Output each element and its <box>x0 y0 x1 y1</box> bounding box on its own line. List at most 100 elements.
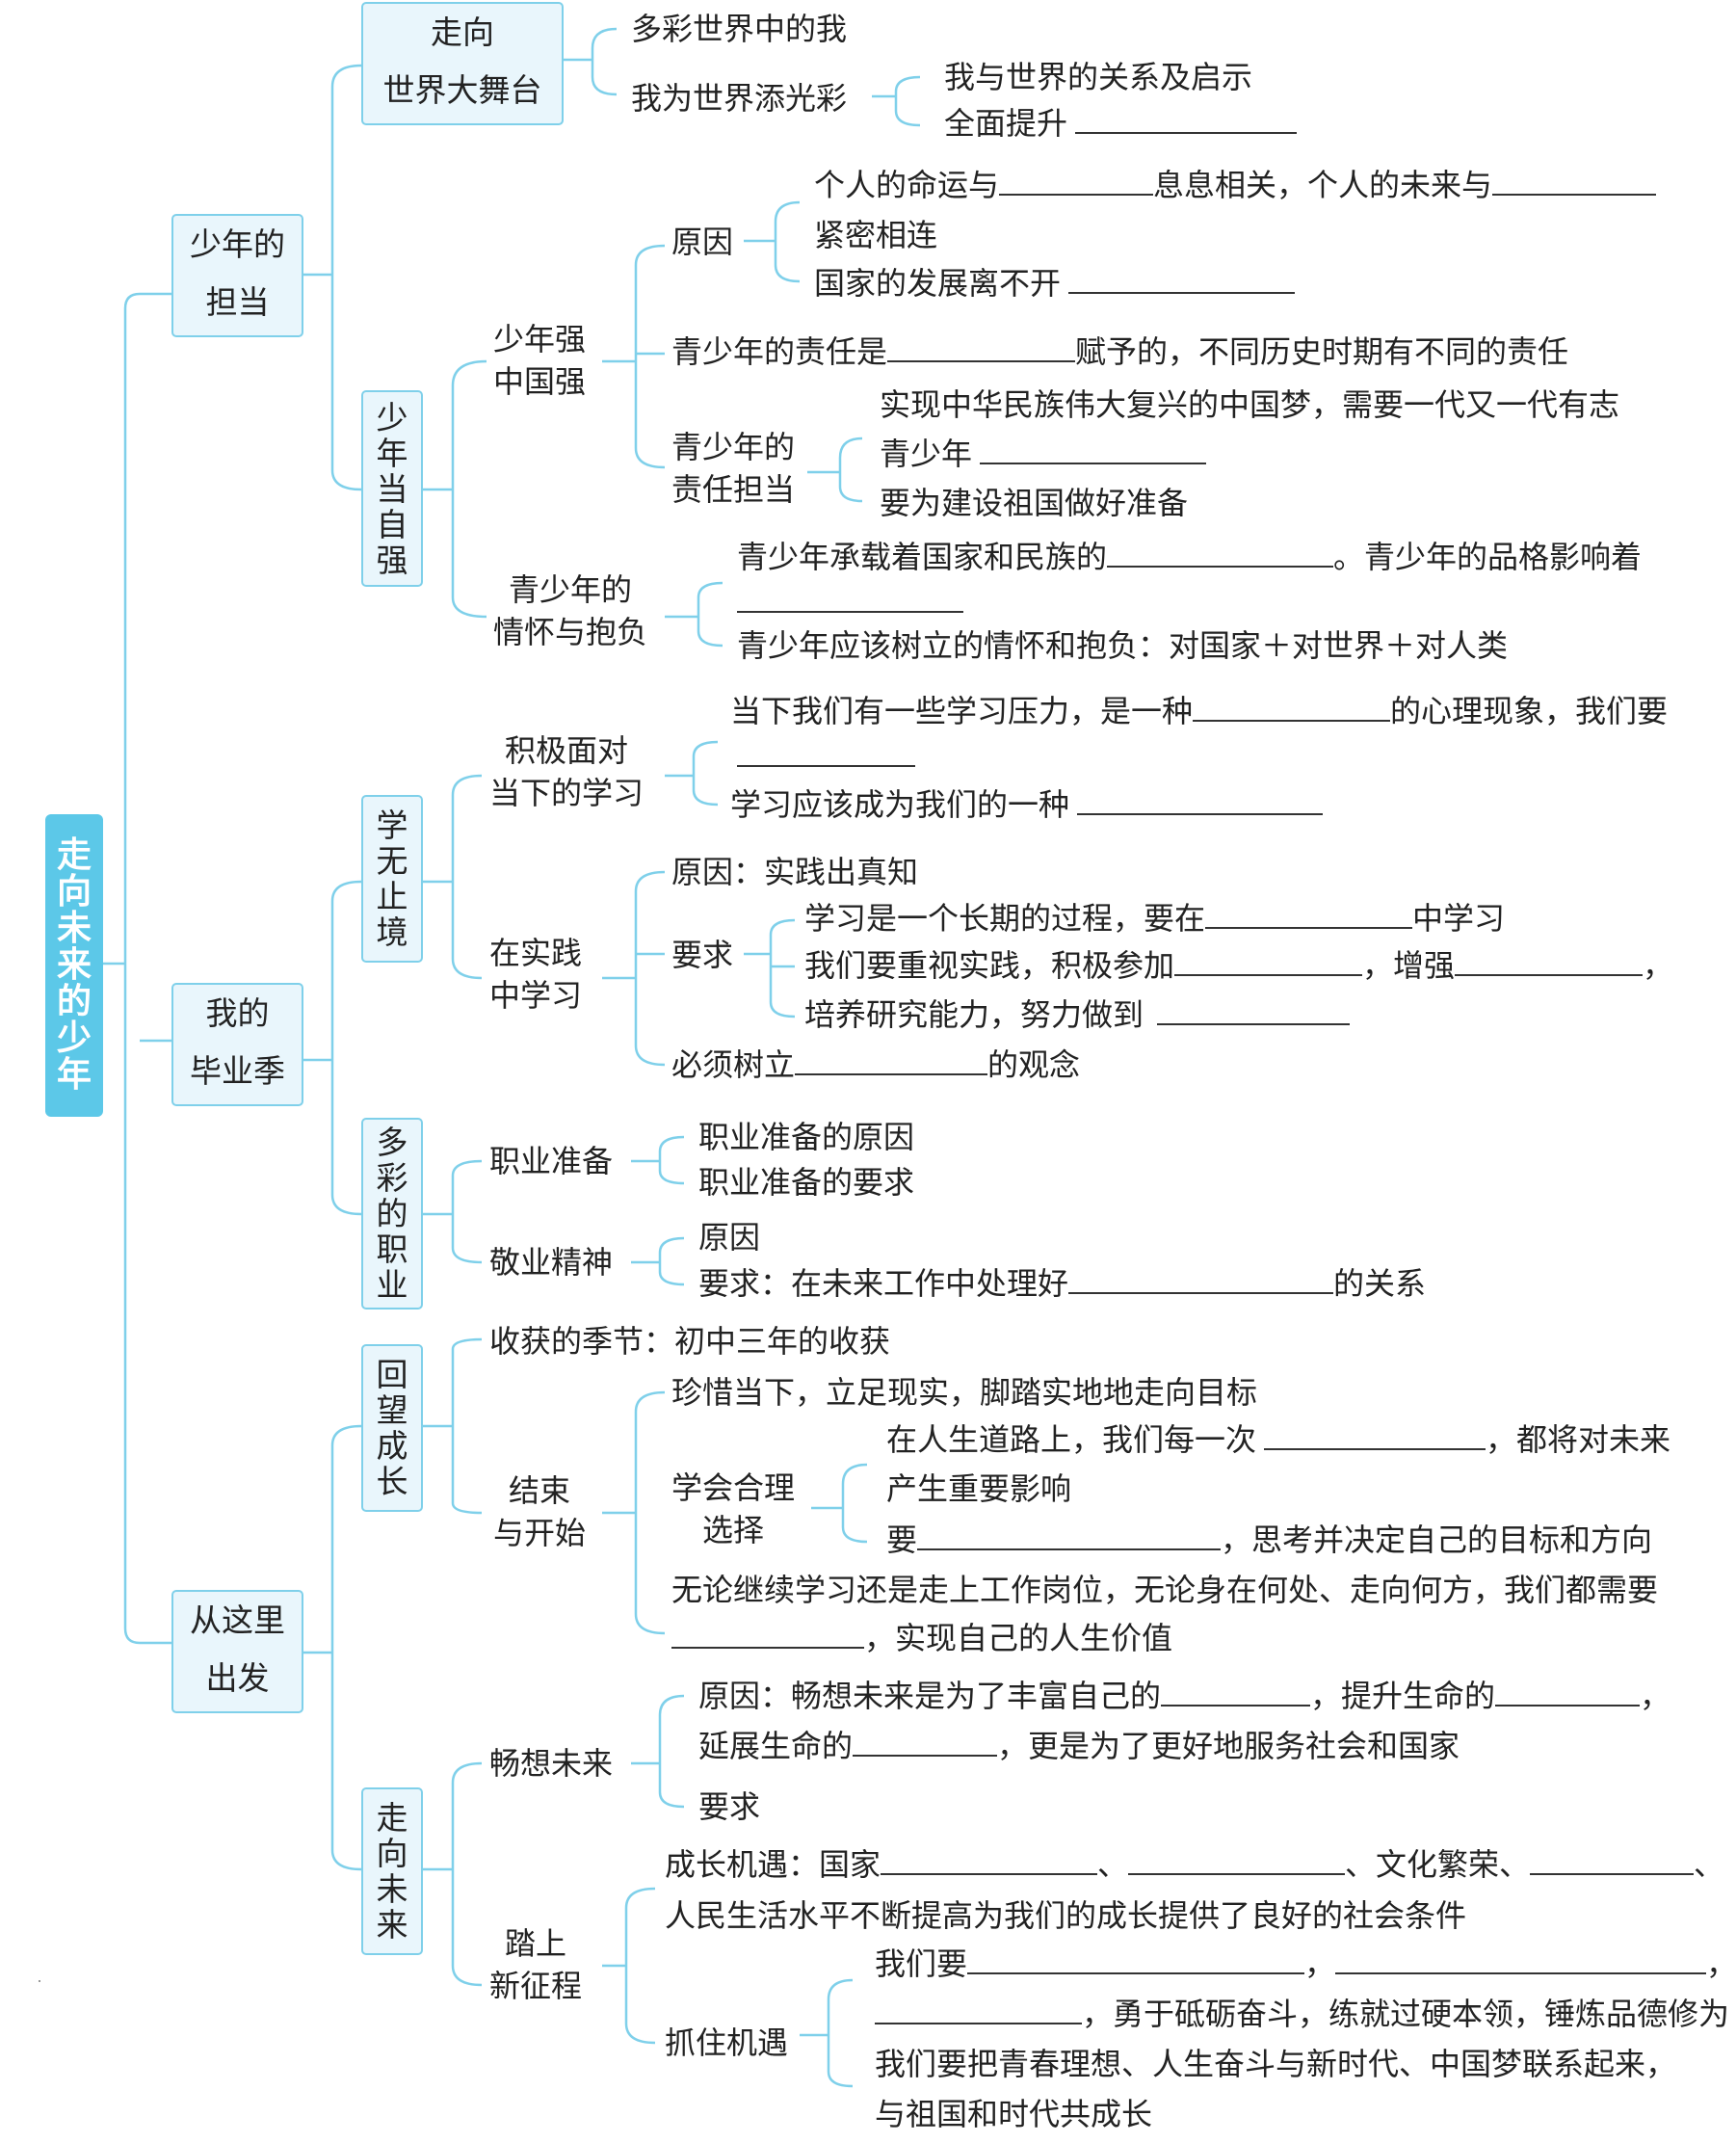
leaf-text: 要求 <box>698 1788 761 1825</box>
leaf-text: 国家的发展离不开 <box>814 265 1062 302</box>
fill-in-line: ，勇于砥砺奋斗，练就过硬本领，锤炼品德修为 <box>875 1995 1729 2033</box>
leaf-text: 。青少年的品格影响着 <box>1333 539 1643 575</box>
lesson-title-line1: 走向 <box>431 13 494 51</box>
answer-blank <box>967 1945 1305 1974</box>
stray-dot <box>39 1980 40 1982</box>
topic-label-line1: 结束 <box>509 1472 571 1509</box>
answer-blank <box>980 436 1207 464</box>
topic-label: 敬业精神 <box>489 1244 614 1281</box>
answer-blank <box>1068 265 1296 294</box>
leaf-text: 我与世界的关系及启示 <box>944 59 1253 95</box>
leaf-text: 、 <box>1097 1846 1129 1883</box>
topic-label-line1: 积极面对 <box>505 732 629 769</box>
lesson-title: 学无止境 <box>376 807 408 951</box>
leaf-text: 职业准备的要求 <box>698 1164 915 1201</box>
leaf-text: 职业准备的原因 <box>698 1119 915 1155</box>
leaf-text: 珍惜当下，立足现实，脚踏实地地走向目标 <box>671 1374 1258 1411</box>
leaf-text: ，都将对未来 <box>1486 1421 1671 1458</box>
leaf-text: 个人的命运与 <box>814 167 1000 203</box>
sub-label: 抓住机遇 <box>665 2024 789 2061</box>
leaf-text: 的关系 <box>1333 1265 1427 1302</box>
topic-label: 青少年的 情怀与抱负 <box>493 569 647 653</box>
leaf-text: ， <box>1706 1945 1736 1982</box>
answer-blank <box>853 1728 998 1757</box>
answer-blank <box>1075 105 1298 134</box>
lesson-box-xuewuzhijing: 学无止境 <box>361 795 423 963</box>
sub-label-line1: 青少年的 <box>671 429 796 465</box>
leaf-text: 产生重要影响 <box>886 1470 1072 1507</box>
fill-in-line: 培养研究能力，努力做到 <box>804 995 1351 1034</box>
answer-blank <box>1335 1945 1707 1974</box>
lesson-title: 走向未来 <box>376 1799 408 1944</box>
topic-label: 结束 与开始 <box>493 1469 586 1554</box>
sub-label-line2: 责任担当 <box>671 471 796 508</box>
leaf-text: 多彩世界中的我 <box>631 11 848 47</box>
answer-blank <box>1077 786 1324 815</box>
leaf-text: 青少年的责任是 <box>671 333 888 370</box>
fill-in-line: 全面提升 <box>944 104 1298 143</box>
fill-in-line: 要，思考并决定自己的目标和方向 <box>886 1521 1652 1559</box>
leaf-text: 我们要把青春理想、人生奋斗与新时代、中国梦联系起来， <box>875 2046 1677 2082</box>
fill-in-line: 青少年承载着国家和民族的。青少年的品格影响着 <box>737 538 1642 576</box>
lesson-box-huiwang-chengzhang: 回望成长 <box>361 1344 423 1512</box>
answer-blank <box>1264 1421 1486 1450</box>
leaf-text: 成长机遇：国家 <box>665 1846 881 1883</box>
leaf-text: 与祖国和时代共成长 <box>875 2096 1153 2132</box>
leaf-text: 、文化繁荣、 <box>1345 1846 1531 1883</box>
topic-label: 在实践 中学习 <box>489 932 582 1017</box>
answer-blank <box>1157 996 1351 1025</box>
topic-label: 踏上 新征程 <box>489 1922 582 2007</box>
topic-label: 畅想未来 <box>489 1745 614 1782</box>
answer-blank <box>1107 539 1334 568</box>
answer-blank <box>1174 947 1363 976</box>
leaf-text: 原因：实践出真知 <box>671 854 919 890</box>
unit-3-title-line1: 从这里 <box>190 1601 285 1639</box>
leaf-text: 息息相关，个人的未来与 <box>1153 167 1493 203</box>
unit-box-2: 我的 毕业季 <box>171 983 303 1106</box>
leaf-text: 紧密相连 <box>814 217 938 253</box>
leaf-text: 原因：畅想未来是为了丰富自己的 <box>698 1678 1162 1714</box>
topic-label: 职业准备 <box>489 1143 614 1179</box>
fill-in-line <box>737 583 963 622</box>
unit-box-3: 从这里 出发 <box>171 1590 303 1713</box>
leaf-text: 当下我们有一些学习压力，是一种 <box>730 693 1194 729</box>
topic-label-line2: 情怀与抱负 <box>493 614 648 650</box>
answer-blank <box>917 1521 1222 1550</box>
leaf-text: 我们要重视实践，积极参加 <box>804 947 1175 984</box>
lesson-box-shaonian-dangziqiang: 少年当自强 <box>361 390 423 587</box>
answer-blank <box>795 1046 988 1075</box>
leaf-text: 学习应该成为我们的一种 <box>730 786 1070 823</box>
sub-label: 青少年的 责任担当 <box>671 426 795 511</box>
answer-blank <box>999 167 1154 196</box>
leaf-text: 原因 <box>671 224 734 260</box>
fill-in-line: 个人的命运与 息息相关，个人的未来与 <box>814 166 1657 204</box>
leaf-text: ，实现自己的人生价值 <box>864 1620 1173 1656</box>
lesson-title: 少年当自强 <box>376 398 408 579</box>
answer-blank <box>1193 693 1391 722</box>
topic-label-line2: 与开始 <box>493 1515 587 1551</box>
answer-blank <box>875 1996 1082 2024</box>
leaf-text: 要 <box>886 1521 918 1558</box>
leaf-text: 的心理现象，我们要 <box>1390 693 1669 729</box>
lesson-box-duocai-zhiye: 多彩的职业 <box>361 1118 423 1310</box>
fill-in-line: 成长机遇：国家、、文化繁荣、、 <box>665 1845 1724 1884</box>
unit-3-title-line2: 出发 <box>205 1659 270 1697</box>
leaf-text: 要求：在未来工作中处理好 <box>698 1265 1069 1302</box>
sub-label-line2: 选择 <box>702 1512 765 1548</box>
lesson-title-line2: 世界大舞台 <box>382 71 542 109</box>
sub-label: 要求 <box>671 937 734 973</box>
answer-blank <box>1128 1846 1346 1875</box>
answer-blank <box>1495 1678 1641 1706</box>
answer-blank <box>887 333 1076 362</box>
unit-box-1: 少年的 担当 <box>171 214 303 337</box>
leaf-text: 我们要 <box>875 1945 968 1982</box>
root-node: 走向未来的少年 <box>45 814 103 1117</box>
fill-in-line: 延展生命的，更是为了更好地服务社会和国家 <box>698 1727 1460 1765</box>
leaf-text: 赋予的，不同历史时期有不同的责任 <box>1075 333 1569 370</box>
fill-in-line: 在人生道路上，我们每一次，都将对未来 <box>886 1420 1670 1459</box>
unit-1-title-line1: 少年的 <box>190 225 285 263</box>
leaf-text: 原因 <box>698 1219 761 1256</box>
answer-blank <box>1161 1678 1311 1706</box>
leaf-text: 人民生活水平不断提高为我们的成长提供了良好的社会条件 <box>665 1897 1467 1934</box>
